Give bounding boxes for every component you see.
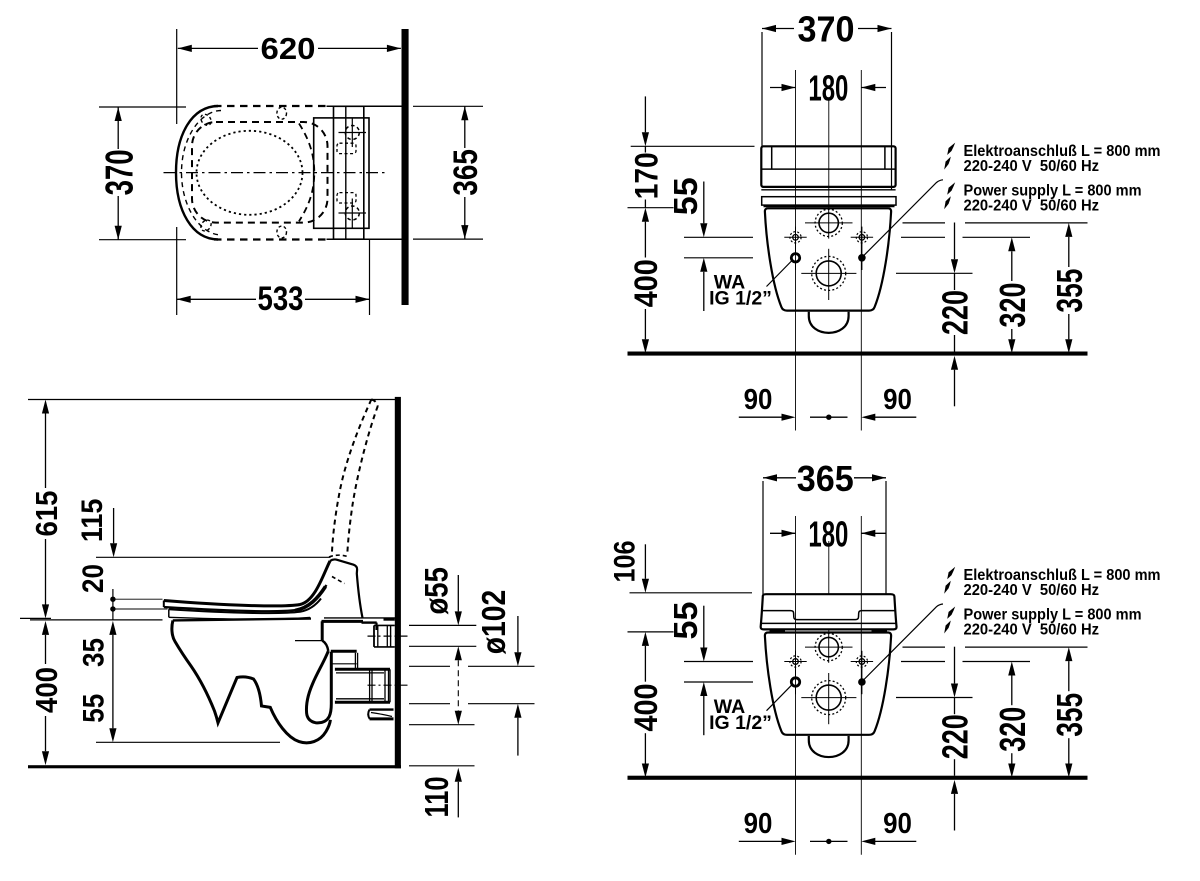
svg-text:IG 1/2”: IG 1/2” [709,288,772,310]
svg-text:620: 620 [261,31,316,66]
svg-text:355: 355 [1049,269,1090,313]
svg-text:106: 106 [608,541,641,583]
svg-text:365: 365 [447,149,485,195]
svg-text:533: 533 [258,280,304,318]
svg-text:35: 35 [77,638,110,667]
svg-text:ø55: ø55 [419,567,455,615]
svg-text:365: 365 [797,458,854,499]
svg-text:Elektroanschluß L = 800 mm: Elektroanschluß L = 800 mm [964,143,1161,160]
svg-text:370: 370 [798,9,855,50]
svg-text:320: 320 [992,283,1033,328]
svg-text:615: 615 [29,491,64,537]
svg-text:400: 400 [628,259,664,307]
svg-text:55: 55 [667,177,704,215]
svg-text:Power supply L = 800 mm: Power supply L = 800 mm [964,183,1142,200]
svg-text:220-240 V 50/60 Hz: 220-240 V 50/60 Hz [964,158,1100,175]
svg-text:180: 180 [808,68,848,109]
svg-text:115: 115 [76,499,109,543]
svg-text:180: 180 [808,513,848,554]
svg-text:400: 400 [29,667,64,713]
svg-text:90: 90 [744,384,773,416]
svg-text:20: 20 [77,564,110,593]
svg-text:370: 370 [98,149,141,195]
svg-text:ø102: ø102 [475,590,512,655]
svg-text:220: 220 [935,290,976,335]
svg-text:90: 90 [883,384,912,416]
svg-text:220-240 V 50/60 Hz: 220-240 V 50/60 Hz [964,198,1100,215]
svg-text:55: 55 [77,694,110,723]
svg-text:WA: WA [714,272,745,294]
svg-text:170: 170 [629,152,665,199]
svg-text:110: 110 [418,777,455,818]
